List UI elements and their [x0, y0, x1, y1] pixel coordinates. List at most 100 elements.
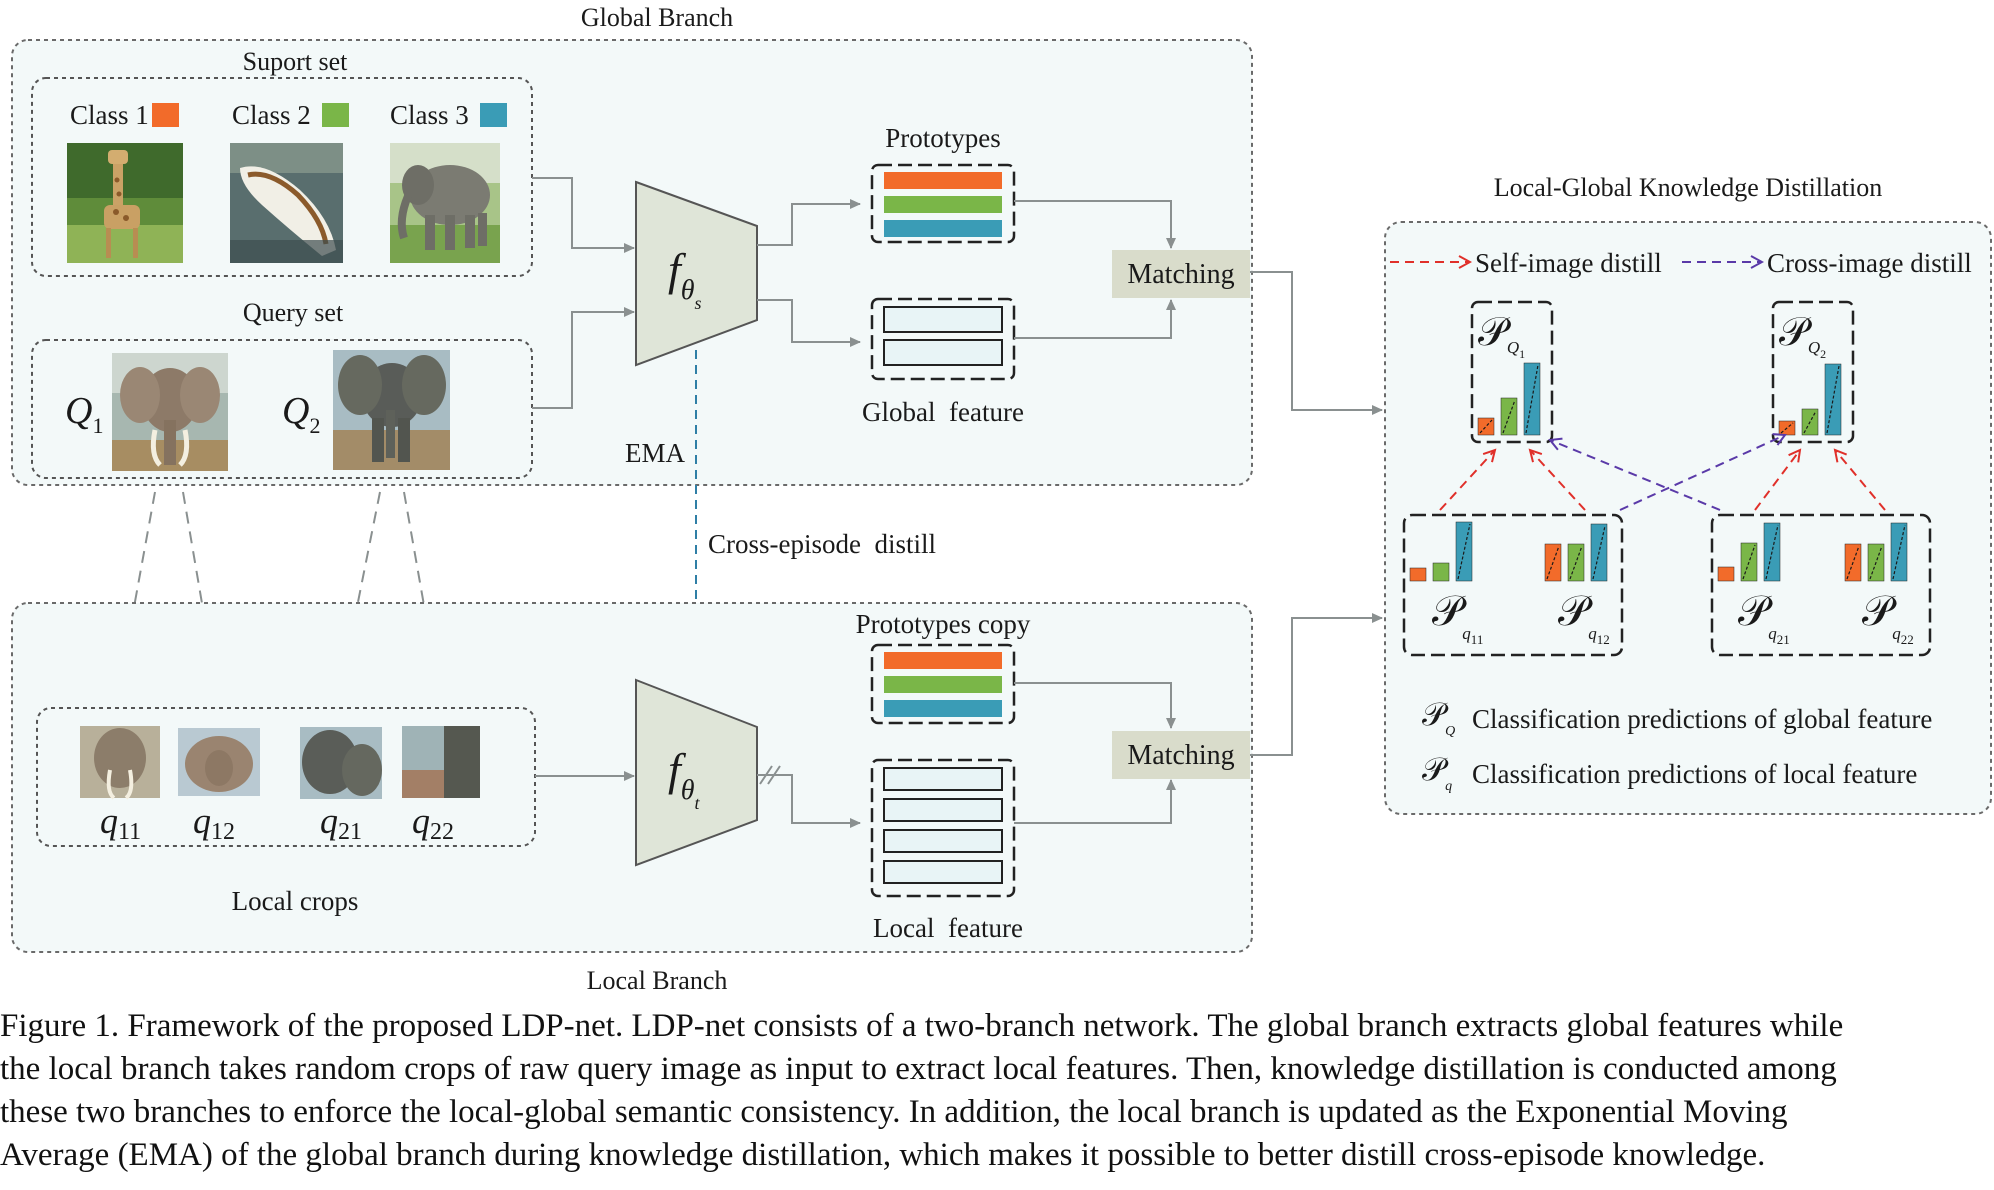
query-q2-label: Q2	[282, 390, 320, 438]
global-encoder: fθs	[635, 180, 758, 367]
cross-episode-label: Cross-episode distill	[708, 529, 936, 559]
query-set-box	[31, 339, 533, 479]
global-pred-q1-label: 𝒫Q1	[1478, 309, 1525, 361]
local-feature-to-matching-arrow	[1014, 779, 1176, 824]
caption-line-1: Figure 1. Framework of the proposed LDP-…	[0, 1008, 1844, 1044]
global-pred-q2: 𝒫Q2	[1771, 300, 1855, 444]
legend-global-pred: 𝒫Q Classification predictions of global …	[1422, 696, 1932, 739]
global-branch-title: Global Branch	[581, 3, 733, 32]
elephant-front-image	[112, 353, 228, 471]
prototypes-copy-label: Prototypes copy	[856, 609, 1031, 639]
crop-q12-label: q12	[193, 801, 235, 845]
crop-q21: q21	[300, 727, 382, 845]
local-matching-to-distill-arrow	[1250, 613, 1383, 756]
crop-q12: q12	[178, 728, 260, 845]
self-distill-arrows	[1439, 450, 1886, 511]
local-preds-group-2: 𝒫q21 𝒫q22	[1710, 513, 1932, 657]
class-3-swatch	[480, 103, 507, 127]
cross-distill-arrows	[1550, 435, 1785, 511]
cross-distill-legend-label: Cross-image distill	[1767, 248, 1972, 278]
local-pred-q12-label: 𝒫q12	[1558, 589, 1610, 647]
prototype-copy-blue	[884, 700, 1002, 717]
legend-global-pred-symbol: 𝒫Q	[1422, 696, 1455, 739]
global-feature-to-matching-arrow	[1014, 299, 1176, 339]
elephant-walking-image	[333, 350, 450, 470]
global-feature-stack	[870, 297, 1016, 381]
local-pred-q22: 𝒫q22	[1844, 522, 1914, 647]
local-pred-q22-label: 𝒫q22	[1862, 589, 1914, 647]
class-1-swatch	[152, 103, 179, 127]
local-encoder: fθt	[635, 678, 758, 867]
elephant-image	[390, 143, 500, 263]
support-class-2: Class 2	[232, 100, 349, 130]
query-q1-label: Q1	[65, 390, 103, 438]
legend-local-pred: 𝒫q Classification predictions of local f…	[1422, 751, 1917, 794]
distillation-title: Local-Global Knowledge Distillation	[1494, 173, 1882, 202]
prototype-orange	[884, 172, 1002, 189]
local-matching-label: Matching	[1127, 740, 1234, 771]
crop-q11-image	[80, 726, 160, 800]
local-matching-box	[1112, 731, 1250, 779]
local-pred-q11-label: 𝒫q11	[1432, 589, 1483, 647]
support-set-title: Suport set	[243, 47, 349, 76]
prototypes-to-matching-arrow	[1014, 200, 1176, 249]
ema-label: EMA	[625, 438, 686, 468]
encoder-to-prototypes-arrow	[757, 199, 861, 246]
query-q2: Q2	[282, 350, 450, 470]
local-pred-q11: 𝒫q11	[1409, 521, 1483, 647]
prototypes-copy-stack	[870, 643, 1016, 725]
boat-image	[230, 143, 343, 263]
legend-local-pred-text: Classification predictions of local feat…	[1472, 759, 1917, 789]
self-distill-legend-label: Self-image distill	[1475, 248, 1662, 278]
global-feature-label: Global feature	[862, 397, 1024, 427]
prototypes-copy-to-matching-arrow	[1014, 682, 1176, 729]
crop-q21-label: q21	[320, 801, 362, 845]
legend-local-pred-symbol: 𝒫q	[1422, 751, 1452, 794]
prototype-copy-green	[884, 676, 1002, 693]
crop-q12-image	[178, 728, 260, 796]
prototypes-label: Prototypes	[885, 123, 1001, 153]
giraffe-image	[67, 143, 183, 263]
caption-line-2: the local branch takes random crops of r…	[0, 1051, 1837, 1087]
query-to-encoder-arrow	[532, 307, 635, 409]
crop-q22: q22	[402, 726, 480, 845]
global-matching-box	[1112, 250, 1250, 298]
caption-line-3: these two branches to enforce the local-…	[0, 1094, 1788, 1130]
local-pred-q12: 𝒫q12	[1544, 523, 1610, 647]
prototype-green	[884, 196, 1002, 213]
local-preds-group-1: 𝒫q11 𝒫q12	[1402, 513, 1624, 657]
global-pred-q2-label: 𝒫Q2	[1779, 309, 1826, 361]
crop-q11-label: q11	[100, 801, 141, 845]
local-branch-title: Local Branch	[587, 966, 728, 995]
class-3-label: Class 3	[390, 100, 469, 130]
legend-global-pred-text: Classification predictions of global fea…	[1472, 704, 1932, 734]
crop-q22-label: q22	[412, 801, 454, 845]
encoder-to-global-feature-arrow	[757, 299, 861, 347]
prototype-copy-orange	[884, 652, 1002, 669]
local-feature-label: Local feature	[873, 913, 1023, 943]
global-matching-label: Matching	[1127, 259, 1234, 290]
figure-caption: Figure 1. Framework of the proposed LDP-…	[0, 1005, 1994, 1177]
query-q1: Q1	[65, 353, 228, 471]
local-pred-q21: 𝒫q21	[1717, 522, 1790, 647]
stop-gradient-mark	[759, 765, 781, 785]
global-pred-q1: 𝒫Q1	[1470, 300, 1554, 444]
crop-q22-image	[402, 726, 480, 798]
caption-line-4: Average (EMA) of the global branch durin…	[0, 1137, 1766, 1173]
q1-bar-blue	[1523, 362, 1541, 436]
class-2-label: Class 2	[232, 100, 311, 130]
query-set-title: Query set	[243, 298, 344, 327]
class-1-label: Class 1	[70, 100, 149, 130]
support-class-3: Class 3	[390, 100, 507, 130]
local-feature-stack	[870, 758, 1016, 898]
prototype-blue	[884, 220, 1002, 237]
local-pred-q21-label: 𝒫q21	[1738, 589, 1790, 647]
local-crops-label: Local crops	[232, 886, 359, 916]
ldp-net-diagram: Global Branch Suport set Class 1 Class 2…	[11, 3, 1992, 995]
support-class-1: Class 1	[70, 100, 179, 130]
q2-bar-blue	[1824, 363, 1842, 436]
support-to-encoder-arrow	[532, 177, 635, 253]
class-2-swatch	[322, 103, 349, 127]
global-matching-to-distill-arrow	[1250, 271, 1383, 415]
crop-q11: q11	[80, 726, 160, 845]
